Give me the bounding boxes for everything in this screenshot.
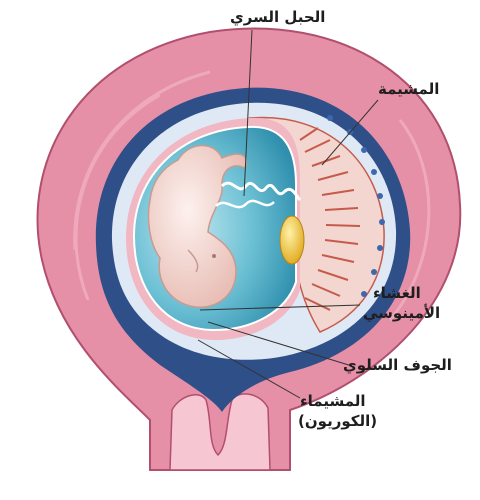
- placenta-blue-dots: [327, 115, 385, 297]
- label-amnion-line1: الغشاء: [373, 284, 421, 302]
- uterine-wall-texture: [73, 70, 431, 321]
- label-coelom: الجوف السلوي: [343, 356, 452, 374]
- umbilical-cord: [220, 181, 302, 202]
- yolk-sac: [279, 215, 305, 265]
- leader-lines: [197, 29, 379, 399]
- embryo: [147, 144, 247, 308]
- label-amnion-line2: الأمينوسي: [363, 304, 441, 322]
- label-placenta: المشيمة: [378, 80, 440, 98]
- label-umbilical-cord: الحبل السري: [230, 8, 326, 26]
- cervical-canal: [169, 393, 271, 471]
- label-chorion-line1: المشيماء: [300, 392, 366, 410]
- label-chorion-line2: (الكوريون): [298, 412, 378, 430]
